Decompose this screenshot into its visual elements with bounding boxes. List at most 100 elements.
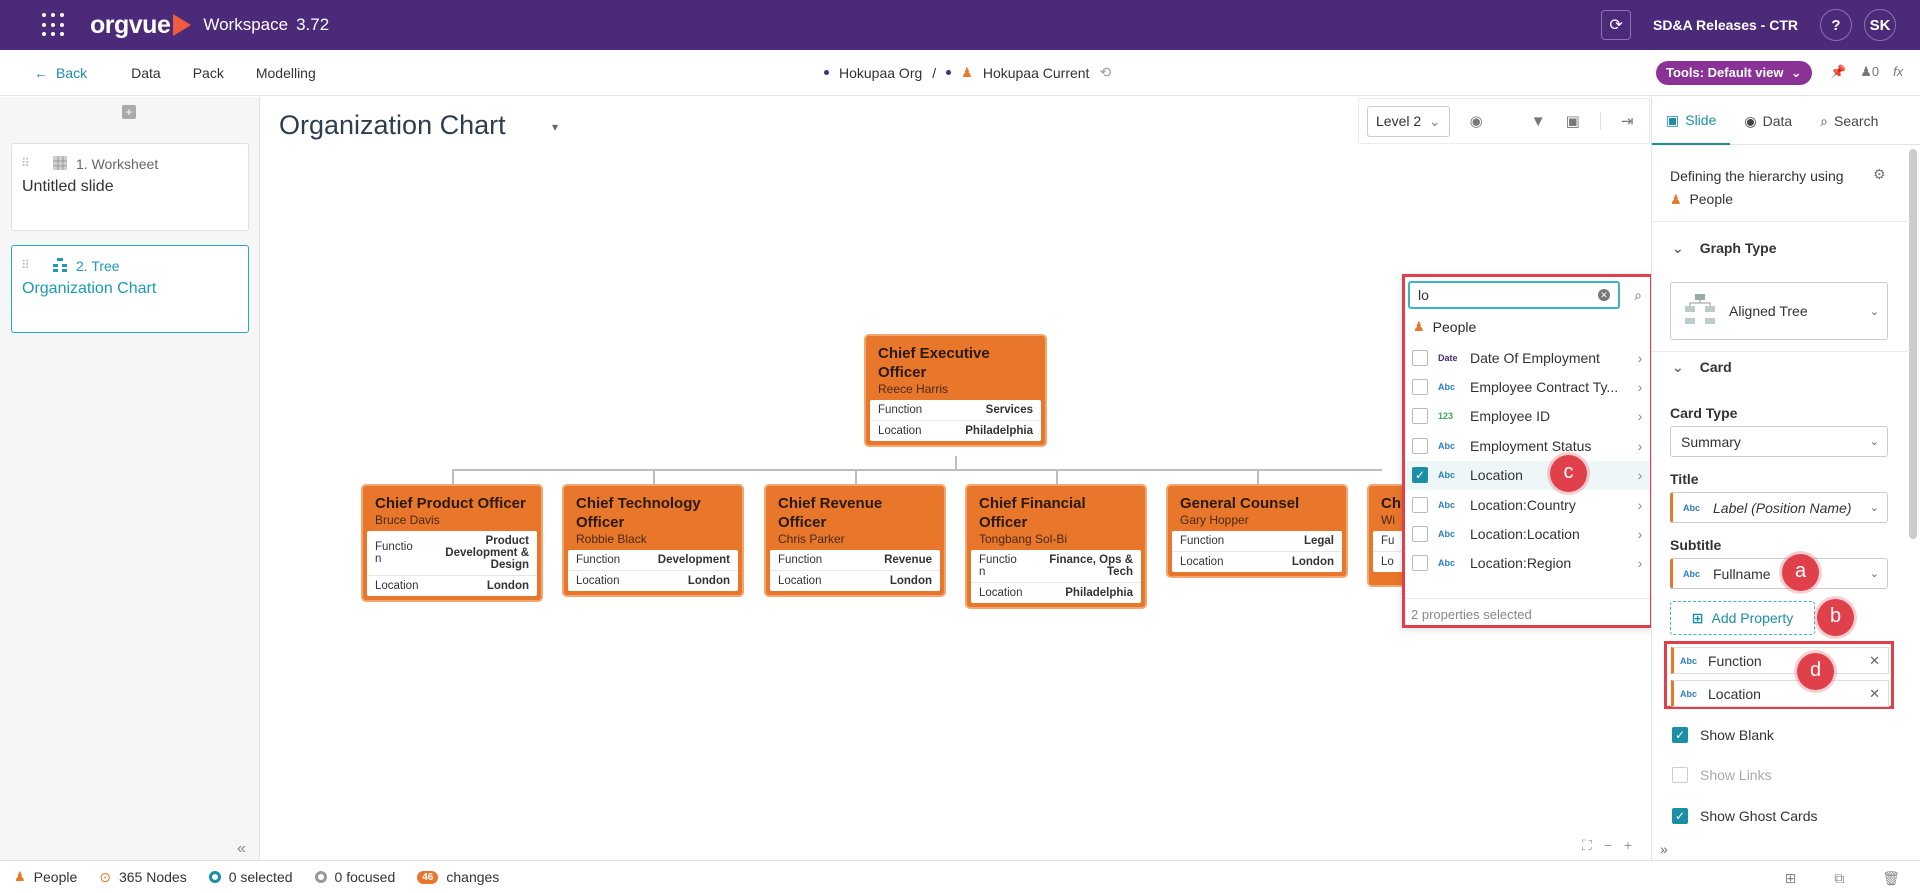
- org-card[interactable]: Chief Revenue Officer Chris Parker Funct…: [766, 486, 944, 595]
- collapse-panel-icon[interactable]: «: [237, 840, 246, 857]
- drag-handle-icon[interactable]: ⠿: [21, 156, 30, 170]
- card-property-row[interactable]: Abc Function ✕: [1671, 647, 1889, 674]
- divider: [1652, 351, 1910, 352]
- option-checkbox[interactable]: [1412, 408, 1428, 425]
- checkbox[interactable]: [1672, 767, 1688, 783]
- tab-search[interactable]: ⌕ Search: [1806, 97, 1892, 145]
- chevron-right-icon[interactable]: ›: [1637, 496, 1643, 513]
- option-checkbox[interactable]: [1412, 555, 1428, 572]
- chevron-right-icon[interactable]: ›: [1637, 437, 1643, 454]
- checkbox-checked[interactable]: ✓: [1672, 727, 1688, 743]
- option-checkbox[interactable]: [1412, 526, 1428, 543]
- chevron-right-icon[interactable]: ›: [1637, 408, 1643, 425]
- app-menu-icon[interactable]: [42, 13, 66, 37]
- nav-modelling[interactable]: Modelling: [255, 64, 316, 81]
- org-card[interactable]: Chief Product Officer Bruce Davis Functi…: [363, 486, 541, 600]
- drag-handle-icon[interactable]: ⠿: [21, 258, 30, 272]
- palette-icon[interactable]: ◉: [1469, 113, 1483, 130]
- property-option[interactable]: Abc Location:Location ›: [1405, 519, 1650, 548]
- add-slide-icon[interactable]: +: [122, 105, 136, 119]
- crumb-org[interactable]: Hokupaa Org: [839, 64, 923, 81]
- property-search-input[interactable]: lo: [1408, 281, 1620, 309]
- remove-icon[interactable]: ✕: [1869, 685, 1880, 701]
- add-icon[interactable]: ⊞: [1784, 870, 1797, 886]
- graph-type-select[interactable]: Aligned Tree ⌄: [1670, 282, 1888, 340]
- property-option[interactable]: Date Date Of Employment ›: [1405, 343, 1650, 372]
- panel-scrollbar[interactable]: [1909, 149, 1917, 539]
- add-property-button[interactable]: ⊞ Add Property: [1670, 601, 1815, 635]
- tab-slide[interactable]: ▣ Slide: [1652, 97, 1731, 145]
- search-icon[interactable]: ⌕: [1634, 287, 1642, 303]
- option-checkbox[interactable]: [1412, 349, 1428, 366]
- status-entity[interactable]: ♟ People: [14, 869, 77, 885]
- subtitle-property-select[interactable]: Abc Fullname ⌄: [1670, 558, 1888, 589]
- sync-icon[interactable]: ⟳: [1601, 10, 1632, 40]
- property-option[interactable]: Abc Location:Region ›: [1405, 549, 1650, 578]
- duplicate-icon[interactable]: ⧉: [1834, 870, 1845, 886]
- option-checkbox[interactable]: [1412, 437, 1428, 454]
- trash-icon[interactable]: 🗑: [1882, 870, 1900, 886]
- user-avatar[interactable]: SK: [1864, 9, 1896, 41]
- fit-screen-icon[interactable]: ⛶: [1582, 837, 1592, 853]
- chevron-right-icon[interactable]: ›: [1637, 467, 1643, 484]
- status-changes[interactable]: 46 changes: [417, 869, 499, 885]
- users-count[interactable]: ♟0: [1860, 64, 1880, 79]
- refresh-icon[interactable]: ⟲: [1099, 64, 1112, 80]
- slide-kind: 2. Tree: [76, 258, 120, 274]
- status-nodes[interactable]: ⊙ 365 Nodes: [99, 869, 186, 886]
- release-selector[interactable]: SD&A Releases - CTR: [1653, 17, 1798, 33]
- nav-pack[interactable]: Pack: [192, 64, 224, 81]
- card-section[interactable]: ⌄ Card: [1672, 359, 1732, 376]
- property-option[interactable]: 123 Employee ID ›: [1405, 402, 1650, 431]
- level-select[interactable]: Level 2 ⌄: [1367, 105, 1450, 137]
- property-option-selected[interactable]: ✓ Abc Location ›: [1405, 460, 1650, 490]
- card-row-key: Location: [375, 580, 419, 592]
- card-property-row[interactable]: Abc Location ✕: [1671, 680, 1889, 707]
- card-type-select[interactable]: Summary ⌄: [1670, 426, 1888, 457]
- chevron-right-icon[interactable]: ›: [1637, 379, 1643, 396]
- slide-worksheet[interactable]: ⠿ 1. Worksheet Untitled slide: [11, 143, 249, 231]
- export-icon[interactable]: ⇥: [1620, 113, 1634, 130]
- help-button[interactable]: ?: [1820, 9, 1852, 41]
- pin-icon[interactable]: 📌: [1830, 64, 1847, 79]
- status-selected[interactable]: 0 selected: [208, 869, 293, 885]
- tools-view-button[interactable]: Tools: Default view ⌄: [1656, 61, 1812, 85]
- title-dropdown-icon[interactable]: ▾: [552, 120, 559, 134]
- chevron-right-icon[interactable]: ›: [1637, 349, 1643, 366]
- formula-icon[interactable]: fx: [1893, 64, 1904, 79]
- title-property-select[interactable]: Abc Label (Position Name) ⌄: [1670, 492, 1888, 523]
- org-card[interactable]: Chief Financial Officer Tongbang Sol-Bi …: [967, 486, 1145, 607]
- clear-search-icon[interactable]: ✕: [1598, 289, 1610, 301]
- org-card-ceo[interactable]: Chief Executive Officer Reece Harris Fun…: [866, 336, 1045, 445]
- option-checkbox[interactable]: [1412, 496, 1428, 513]
- gear-icon[interactable]: ⚙: [1873, 166, 1886, 182]
- app-logo[interactable]: orgvue: [90, 11, 192, 40]
- checkbox-checked[interactable]: ✓: [1672, 808, 1688, 824]
- property-option[interactable]: Abc Employee Contract Ty... ›: [1405, 372, 1650, 401]
- expand-panel-icon[interactable]: »: [1660, 841, 1668, 857]
- slide-tree[interactable]: ⠿ 2. Tree Organization Chart: [11, 245, 249, 333]
- zoom-in-icon[interactable]: +: [1624, 837, 1633, 853]
- show-ghost-cards-toggle[interactable]: ✓ Show Ghost Cards: [1672, 808, 1818, 824]
- show-blank-toggle[interactable]: ✓ Show Blank: [1672, 727, 1774, 743]
- zoom-out-icon[interactable]: −: [1603, 837, 1612, 853]
- org-card[interactable]: Chief Technology Officer Robbie Black Fu…: [564, 486, 742, 595]
- show-links-toggle[interactable]: Show Links: [1672, 767, 1772, 783]
- graph-type-section[interactable]: ⌄ Graph Type: [1672, 240, 1777, 257]
- status-focused[interactable]: 0 focused: [314, 869, 395, 885]
- option-checkbox[interactable]: [1412, 379, 1428, 396]
- property-option[interactable]: Abc Location:Country ›: [1405, 490, 1650, 519]
- option-checkbox-checked[interactable]: ✓: [1412, 467, 1428, 484]
- chevron-right-icon[interactable]: ›: [1637, 526, 1643, 543]
- tab-data[interactable]: ◉ Data: [1730, 97, 1806, 145]
- filter-icon[interactable]: ▼: [1530, 112, 1546, 130]
- layout-icon[interactable]: ▣: [1565, 113, 1580, 130]
- back-button[interactable]: ← Back: [34, 65, 87, 81]
- crumb-current[interactable]: Hokupaa Current: [982, 64, 1090, 81]
- property-option[interactable]: Abc Employment Status ›: [1405, 431, 1650, 460]
- chevron-right-icon[interactable]: ›: [1637, 555, 1643, 572]
- remove-icon[interactable]: ✕: [1869, 652, 1880, 668]
- nav-data[interactable]: Data: [131, 64, 161, 81]
- hierarchy-entity[interactable]: ♟ People: [1670, 191, 1733, 208]
